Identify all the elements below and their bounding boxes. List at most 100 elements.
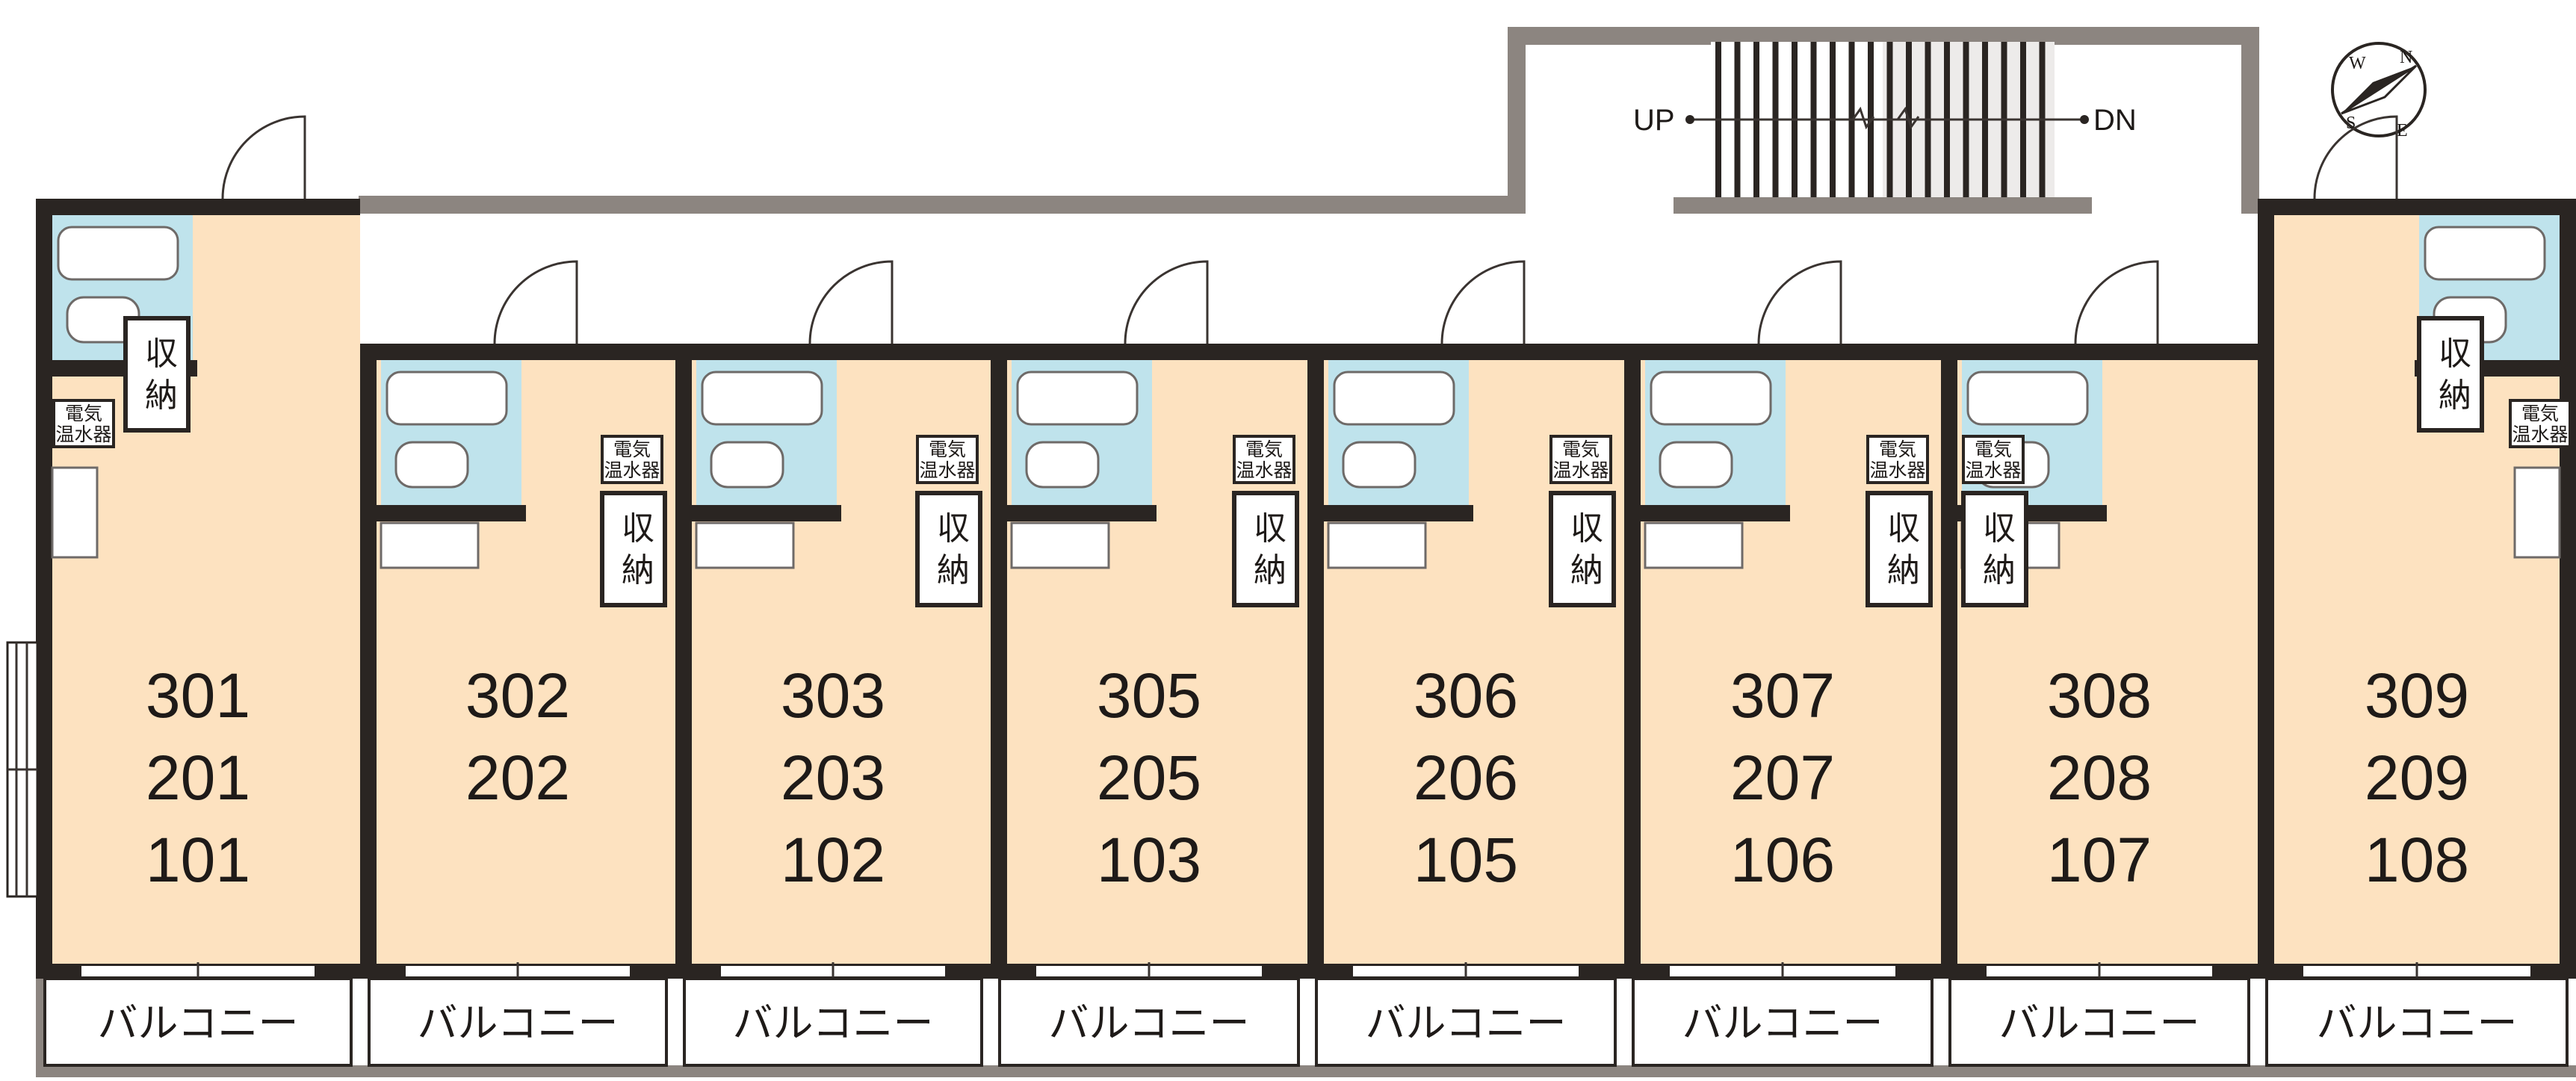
unit-number: 305 bbox=[1097, 660, 1201, 731]
storage-box bbox=[1232, 491, 1299, 607]
bath-wall bbox=[377, 505, 526, 521]
entry-door-icon bbox=[221, 115, 306, 199]
balcony-label: バルコニー bbox=[418, 1001, 619, 1046]
unit-wall-left bbox=[360, 344, 377, 979]
stair-break bbox=[1896, 106, 1920, 130]
unit-wall-left bbox=[1624, 344, 1641, 979]
toilet-icon bbox=[394, 441, 469, 489]
storage-label: 収 bbox=[622, 510, 654, 547]
entry-door-icon bbox=[1440, 260, 1526, 344]
heater-box bbox=[1549, 435, 1612, 484]
compass-icon: N S E W bbox=[2331, 42, 2427, 140]
entry-door-icon bbox=[1757, 260, 1842, 344]
bath-wall bbox=[1324, 505, 1473, 521]
balcony: バルコニー bbox=[998, 977, 1300, 1067]
unit-wall-top bbox=[1624, 344, 1941, 360]
storage-closet: 収納 bbox=[1232, 491, 1299, 607]
unit-number: 201 bbox=[146, 743, 250, 813]
entry-door-icon bbox=[2074, 260, 2159, 344]
storage-label: 納 bbox=[1983, 552, 2016, 589]
heater-box bbox=[601, 435, 663, 484]
toilet-icon bbox=[1025, 441, 1100, 489]
storage-label: 収 bbox=[1570, 510, 1603, 547]
bathtub-icon bbox=[1333, 371, 1455, 426]
heater-label: 温水器 bbox=[1869, 460, 1925, 481]
storage-closet: 収納 bbox=[1961, 491, 2028, 607]
balcony: バルコニー bbox=[43, 977, 353, 1067]
bathroom bbox=[1957, 360, 2107, 521]
balcony: バルコニー bbox=[683, 977, 983, 1067]
storage-box bbox=[1549, 491, 1616, 607]
kitchen-counter-icon bbox=[1010, 521, 1110, 569]
heater-label: 電気 bbox=[613, 439, 651, 460]
balcony-area bbox=[683, 977, 983, 1067]
bathtub-icon bbox=[701, 371, 823, 426]
storage-label: 納 bbox=[145, 377, 178, 414]
bathroom bbox=[692, 360, 841, 521]
unit-8: 収納電気温水器309209108バルコニー bbox=[2258, 115, 2576, 1067]
storage-label: 収 bbox=[2439, 335, 2471, 372]
unit-wall-top bbox=[991, 344, 1307, 360]
balcony-label: バルコニー bbox=[733, 1001, 934, 1046]
heater-label: 温水器 bbox=[55, 424, 111, 445]
storage-closet: 収納 bbox=[123, 316, 191, 433]
storage-closet: 収納 bbox=[1866, 491, 1933, 607]
kitchen-counter-icon bbox=[2513, 466, 2561, 559]
balcony-area bbox=[1632, 977, 1933, 1067]
storage-label: 収 bbox=[1983, 510, 2016, 547]
storage-box bbox=[915, 491, 982, 607]
heater-label: 電気 bbox=[1975, 439, 2012, 460]
bathroom bbox=[1324, 360, 1473, 521]
bathtub-icon bbox=[1966, 371, 2089, 426]
unit-number: 206 bbox=[1414, 743, 1518, 813]
unit-number: 207 bbox=[1730, 743, 1835, 813]
heater-label: 電気 bbox=[65, 403, 102, 424]
kitchen-counter-icon bbox=[1644, 521, 1744, 569]
bathroom bbox=[1007, 360, 1157, 521]
balcony-label: バルコニー bbox=[98, 1001, 299, 1046]
heater-label: 温水器 bbox=[1236, 460, 1292, 481]
unit-number: 307 bbox=[1730, 660, 1835, 731]
heater-label: 温水器 bbox=[2512, 424, 2568, 445]
bathtub-icon bbox=[2424, 226, 2546, 281]
unit-wall-top bbox=[36, 199, 360, 215]
unit-wall-top bbox=[1941, 344, 2258, 360]
unit-number: 101 bbox=[146, 825, 250, 895]
heater-label: 電気 bbox=[2521, 403, 2559, 424]
entry-door-icon bbox=[2313, 115, 2398, 199]
balcony-label: バルコニー bbox=[1366, 1001, 1567, 1046]
compass-e-label: E bbox=[2397, 121, 2408, 140]
heater-box bbox=[1962, 435, 2025, 484]
heater-box bbox=[1866, 435, 1929, 484]
staircase: UP DN bbox=[1633, 42, 2137, 214]
unit-wall-top bbox=[360, 344, 675, 360]
balcony: バルコニー bbox=[368, 977, 668, 1067]
unit-number: 106 bbox=[1730, 825, 1835, 895]
bathtub-icon bbox=[1650, 371, 1772, 426]
unit-wall-top bbox=[675, 344, 991, 360]
storage-label: 納 bbox=[1887, 552, 1920, 589]
unit-number: 102 bbox=[781, 825, 885, 895]
balcony-area bbox=[998, 977, 1300, 1067]
unit-wall-left bbox=[2258, 199, 2274, 979]
storage-label: 収 bbox=[145, 335, 178, 372]
unit-number: 308 bbox=[2047, 660, 2152, 731]
storage-label: 収 bbox=[1887, 510, 1920, 547]
unit-number-labels: 307 207 106 bbox=[1730, 660, 1835, 895]
balcony-area bbox=[2265, 977, 2569, 1067]
side-window bbox=[6, 641, 39, 898]
